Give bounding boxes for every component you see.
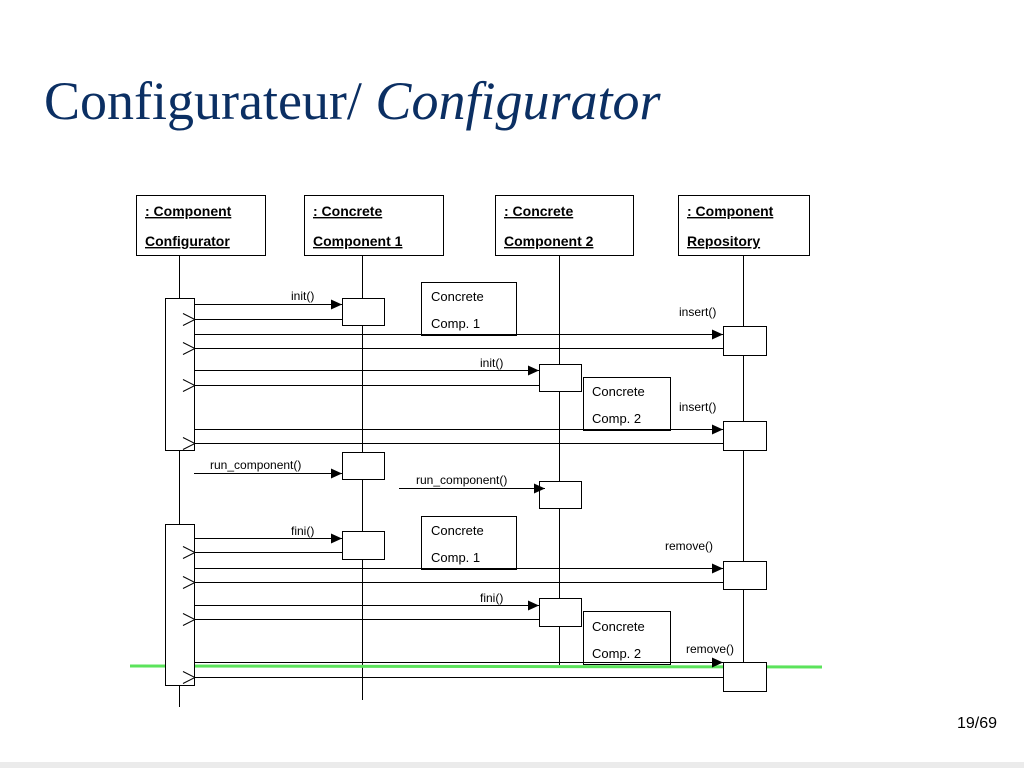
message-init-2-label: init() (480, 356, 503, 370)
note2-line1: Concrete (592, 384, 645, 399)
lifeline-concrete1-line2: Component 1 (313, 233, 403, 249)
activation-configurator-2 (165, 524, 195, 686)
note-concrete-comp-2-a: Concrete Comp. 2 (583, 377, 671, 431)
message-remove-2-label: remove() (686, 642, 734, 656)
message-fini-1-label: fini() (291, 524, 314, 538)
lifeline-concrete1-line1: : Concrete (313, 203, 382, 219)
lifeline-configurator-line1: : Component (145, 203, 232, 219)
title-french: Configurateur/ (44, 71, 362, 131)
lifeline-concrete1-header: : Concrete Component 1 (304, 195, 444, 256)
activation-configurator-1 (165, 298, 195, 451)
note-concrete-comp-1-a: Concrete Comp. 1 (421, 282, 517, 336)
activation-concrete1-init (342, 298, 385, 326)
activation-repository-insert1 (723, 326, 767, 356)
message-fini-2-label: fini() (480, 591, 503, 605)
slide-title: Configurateur/ Configurator (44, 62, 660, 140)
lifeline-repository-line2: Repository (687, 233, 760, 249)
message-remove-1-label: remove() (665, 539, 713, 553)
message-run-component-1-label: run_component() (210, 458, 301, 472)
message-insert-1-label: insert() (679, 305, 716, 319)
message-insert-2-label: insert() (679, 400, 716, 414)
lifeline-repository-line1: : Component (687, 203, 774, 219)
lifeline-configurator-line2: Configurator (145, 233, 230, 249)
activation-repository-insert2 (723, 421, 767, 451)
lifeline-repository-header: : Component Repository (678, 195, 810, 256)
activation-concrete2-run (539, 481, 582, 509)
message-init-1-label: init() (291, 289, 314, 303)
title-english: Configurator (375, 71, 661, 131)
activation-concrete1-run (342, 452, 385, 480)
note4-line1: Concrete (592, 619, 645, 634)
message-run-component-2-label: run_component() (416, 473, 507, 487)
activation-repository-remove2 (723, 662, 767, 692)
note3-line1: Concrete (431, 523, 484, 538)
lifeline-concrete2-header: : Concrete Component 2 (495, 195, 634, 256)
note4-line2: Comp. 2 (592, 646, 641, 661)
note-concrete-comp-1-b: Concrete Comp. 1 (421, 516, 517, 570)
note1-line2: Comp. 1 (431, 316, 480, 331)
lifeline-concrete2-line1: : Concrete (504, 203, 573, 219)
lifeline-concrete2-line2: Component 2 (504, 233, 594, 249)
highlight-stroke (129, 664, 823, 669)
note1-line1: Concrete (431, 289, 484, 304)
activation-concrete2-fini (539, 598, 582, 627)
activation-concrete1-fini (342, 531, 385, 560)
activation-repository-remove1 (723, 561, 767, 590)
note3-line2: Comp. 1 (431, 550, 480, 565)
note2-line2: Comp. 2 (592, 411, 641, 426)
activation-concrete2-init (539, 364, 582, 392)
note-concrete-comp-2-b: Concrete Comp. 2 (583, 611, 671, 665)
lifeline-configurator-header: : Component Configurator (136, 195, 266, 256)
bottom-rule (0, 762, 1024, 768)
page-number: 19/69 (956, 715, 997, 732)
